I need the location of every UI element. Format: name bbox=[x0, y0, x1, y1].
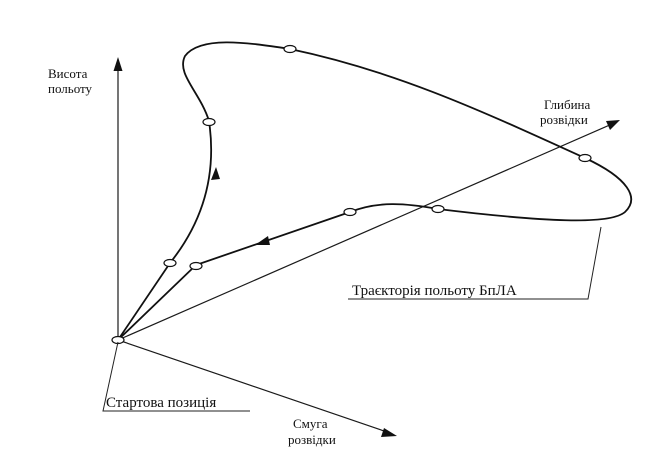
band-axis bbox=[117, 339, 397, 437]
band-axis-label: Смуга розвідки bbox=[288, 416, 336, 447]
start-callout-label: Стартова позиція bbox=[106, 395, 216, 411]
direction-arrow-up bbox=[211, 167, 220, 180]
trajectory-leader bbox=[348, 226, 602, 300]
direction-arrow-return bbox=[255, 236, 270, 245]
waypoint bbox=[189, 261, 203, 271]
waypoint bbox=[202, 117, 216, 127]
waypoint bbox=[163, 258, 177, 268]
depth-axis-label: Глибина розвідки bbox=[540, 97, 594, 127]
waypoint bbox=[431, 204, 445, 214]
start-leader bbox=[102, 341, 250, 412]
waypoint bbox=[343, 207, 357, 217]
waypoints bbox=[111, 44, 592, 345]
trajectory-return bbox=[117, 211, 351, 341]
altitude-axis bbox=[113, 57, 123, 340]
callout-leaders bbox=[102, 226, 602, 412]
waypoint bbox=[578, 153, 592, 163]
trajectory-callout-label: Траєкторія польоту БпЛА bbox=[352, 283, 517, 299]
depth-axis bbox=[117, 120, 620, 341]
altitude-axis-label: Висота польоту bbox=[48, 66, 93, 96]
waypoint bbox=[283, 44, 297, 54]
